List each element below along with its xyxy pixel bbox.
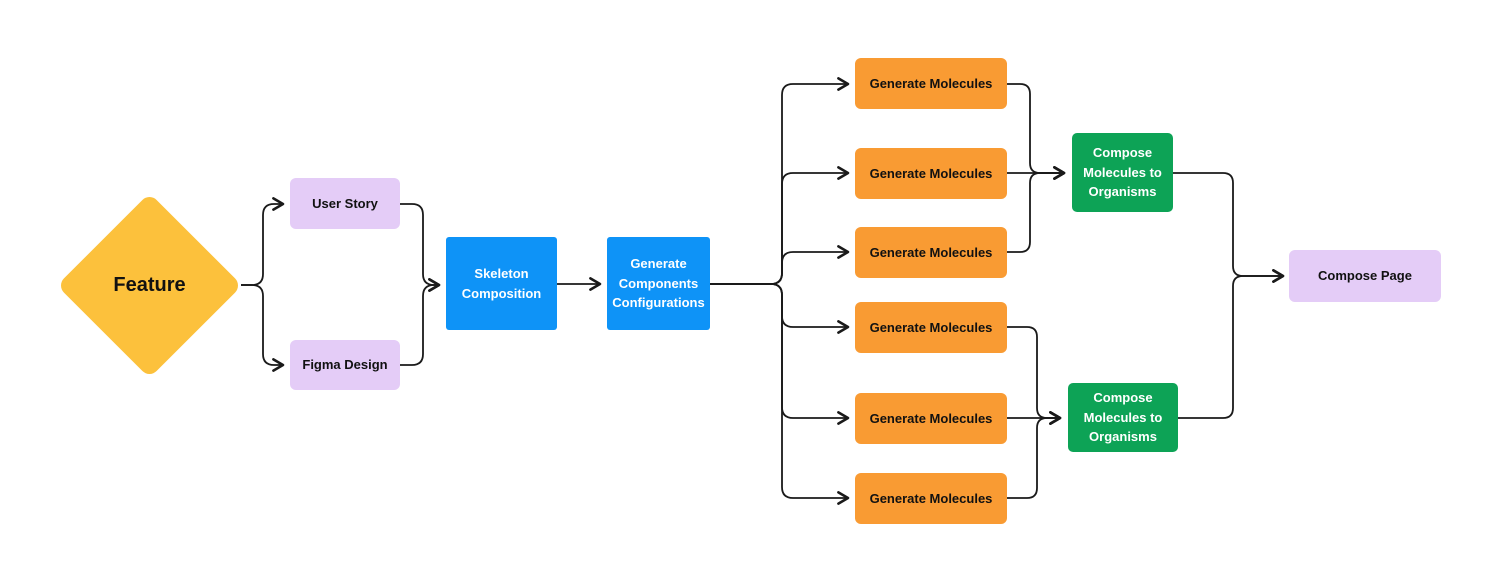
edge-components-molecules-2 (710, 166, 850, 285)
node-generate-molecules-3-label: Generate Molecules (869, 244, 993, 260)
edge-user-story-skeleton (400, 203, 441, 292)
node-feature-label-wrap: Feature (84, 220, 215, 351)
edge-molecules4-organisms-bottom (1007, 326, 1062, 425)
node-feature-label: Feature (113, 274, 186, 296)
node-generate-molecules-4: Generate Molecules (855, 302, 1007, 353)
edge-organisms-top-compose-page (1173, 172, 1285, 283)
edge-feature-user-story (241, 197, 285, 286)
node-generate-molecules-1: Generate Molecules (855, 58, 1007, 109)
edge-components-molecules-5 (710, 283, 850, 425)
edge-feature-figma-design (241, 284, 285, 372)
node-generate-molecules-6: Generate Molecules (855, 473, 1007, 524)
node-compose-molecules-to-organisms-top-label: Compose Molecules to Organisms (1083, 145, 1162, 200)
node-generate-molecules-2: Generate Molecules (855, 148, 1007, 199)
node-user-story: User Story (290, 178, 400, 229)
node-figma-design-label: Figma Design (302, 357, 388, 373)
edge-molecules1-organisms-top (1007, 83, 1066, 180)
node-compose-molecules-to-organisms-bottom-label: Compose Molecules to Organisms (1083, 390, 1163, 445)
node-compose-page-label: Compose Page (1318, 268, 1412, 284)
edge-organisms-bottom-compose-page (1178, 269, 1285, 419)
node-skeleton-composition: Skeleton Composition (446, 237, 557, 330)
edge-components-molecules-6 (710, 283, 850, 505)
edge-figma-design-skeleton (400, 278, 441, 366)
edge-molecules3-organisms-top (1007, 166, 1066, 253)
node-user-story-label: User Story (312, 195, 378, 211)
node-generate-molecules-6-label: Generate Molecules (869, 490, 993, 506)
node-generate-molecules-4-label: Generate Molecules (869, 319, 993, 335)
node-generate-molecules-1-label: Generate Molecules (869, 75, 993, 91)
edge-components-molecules-1 (710, 77, 850, 285)
node-generate-molecules-5-label: Generate Molecules (869, 410, 993, 426)
edge-components-molecules-4 (710, 283, 850, 334)
node-compose-molecules-to-organisms-bottom: Compose Molecules to Organisms (1068, 383, 1178, 452)
node-generate-molecules-5: Generate Molecules (855, 393, 1007, 444)
edge-components-molecules-3 (710, 245, 850, 285)
node-generate-components-configurations-label: Generate Components Configurations (612, 256, 705, 311)
edge-molecules6-organisms-bottom (1007, 411, 1062, 499)
node-generate-molecules-2-label: Generate Molecules (869, 165, 993, 181)
node-generate-components-configurations: Generate Components Configurations (607, 237, 710, 330)
node-compose-molecules-to-organisms-top: Compose Molecules to Organisms (1072, 133, 1173, 212)
node-generate-molecules-3: Generate Molecules (855, 227, 1007, 278)
node-figma-design: Figma Design (290, 340, 400, 390)
node-compose-page: Compose Page (1289, 250, 1441, 302)
node-skeleton-composition-label: Skeleton Composition (461, 266, 542, 301)
